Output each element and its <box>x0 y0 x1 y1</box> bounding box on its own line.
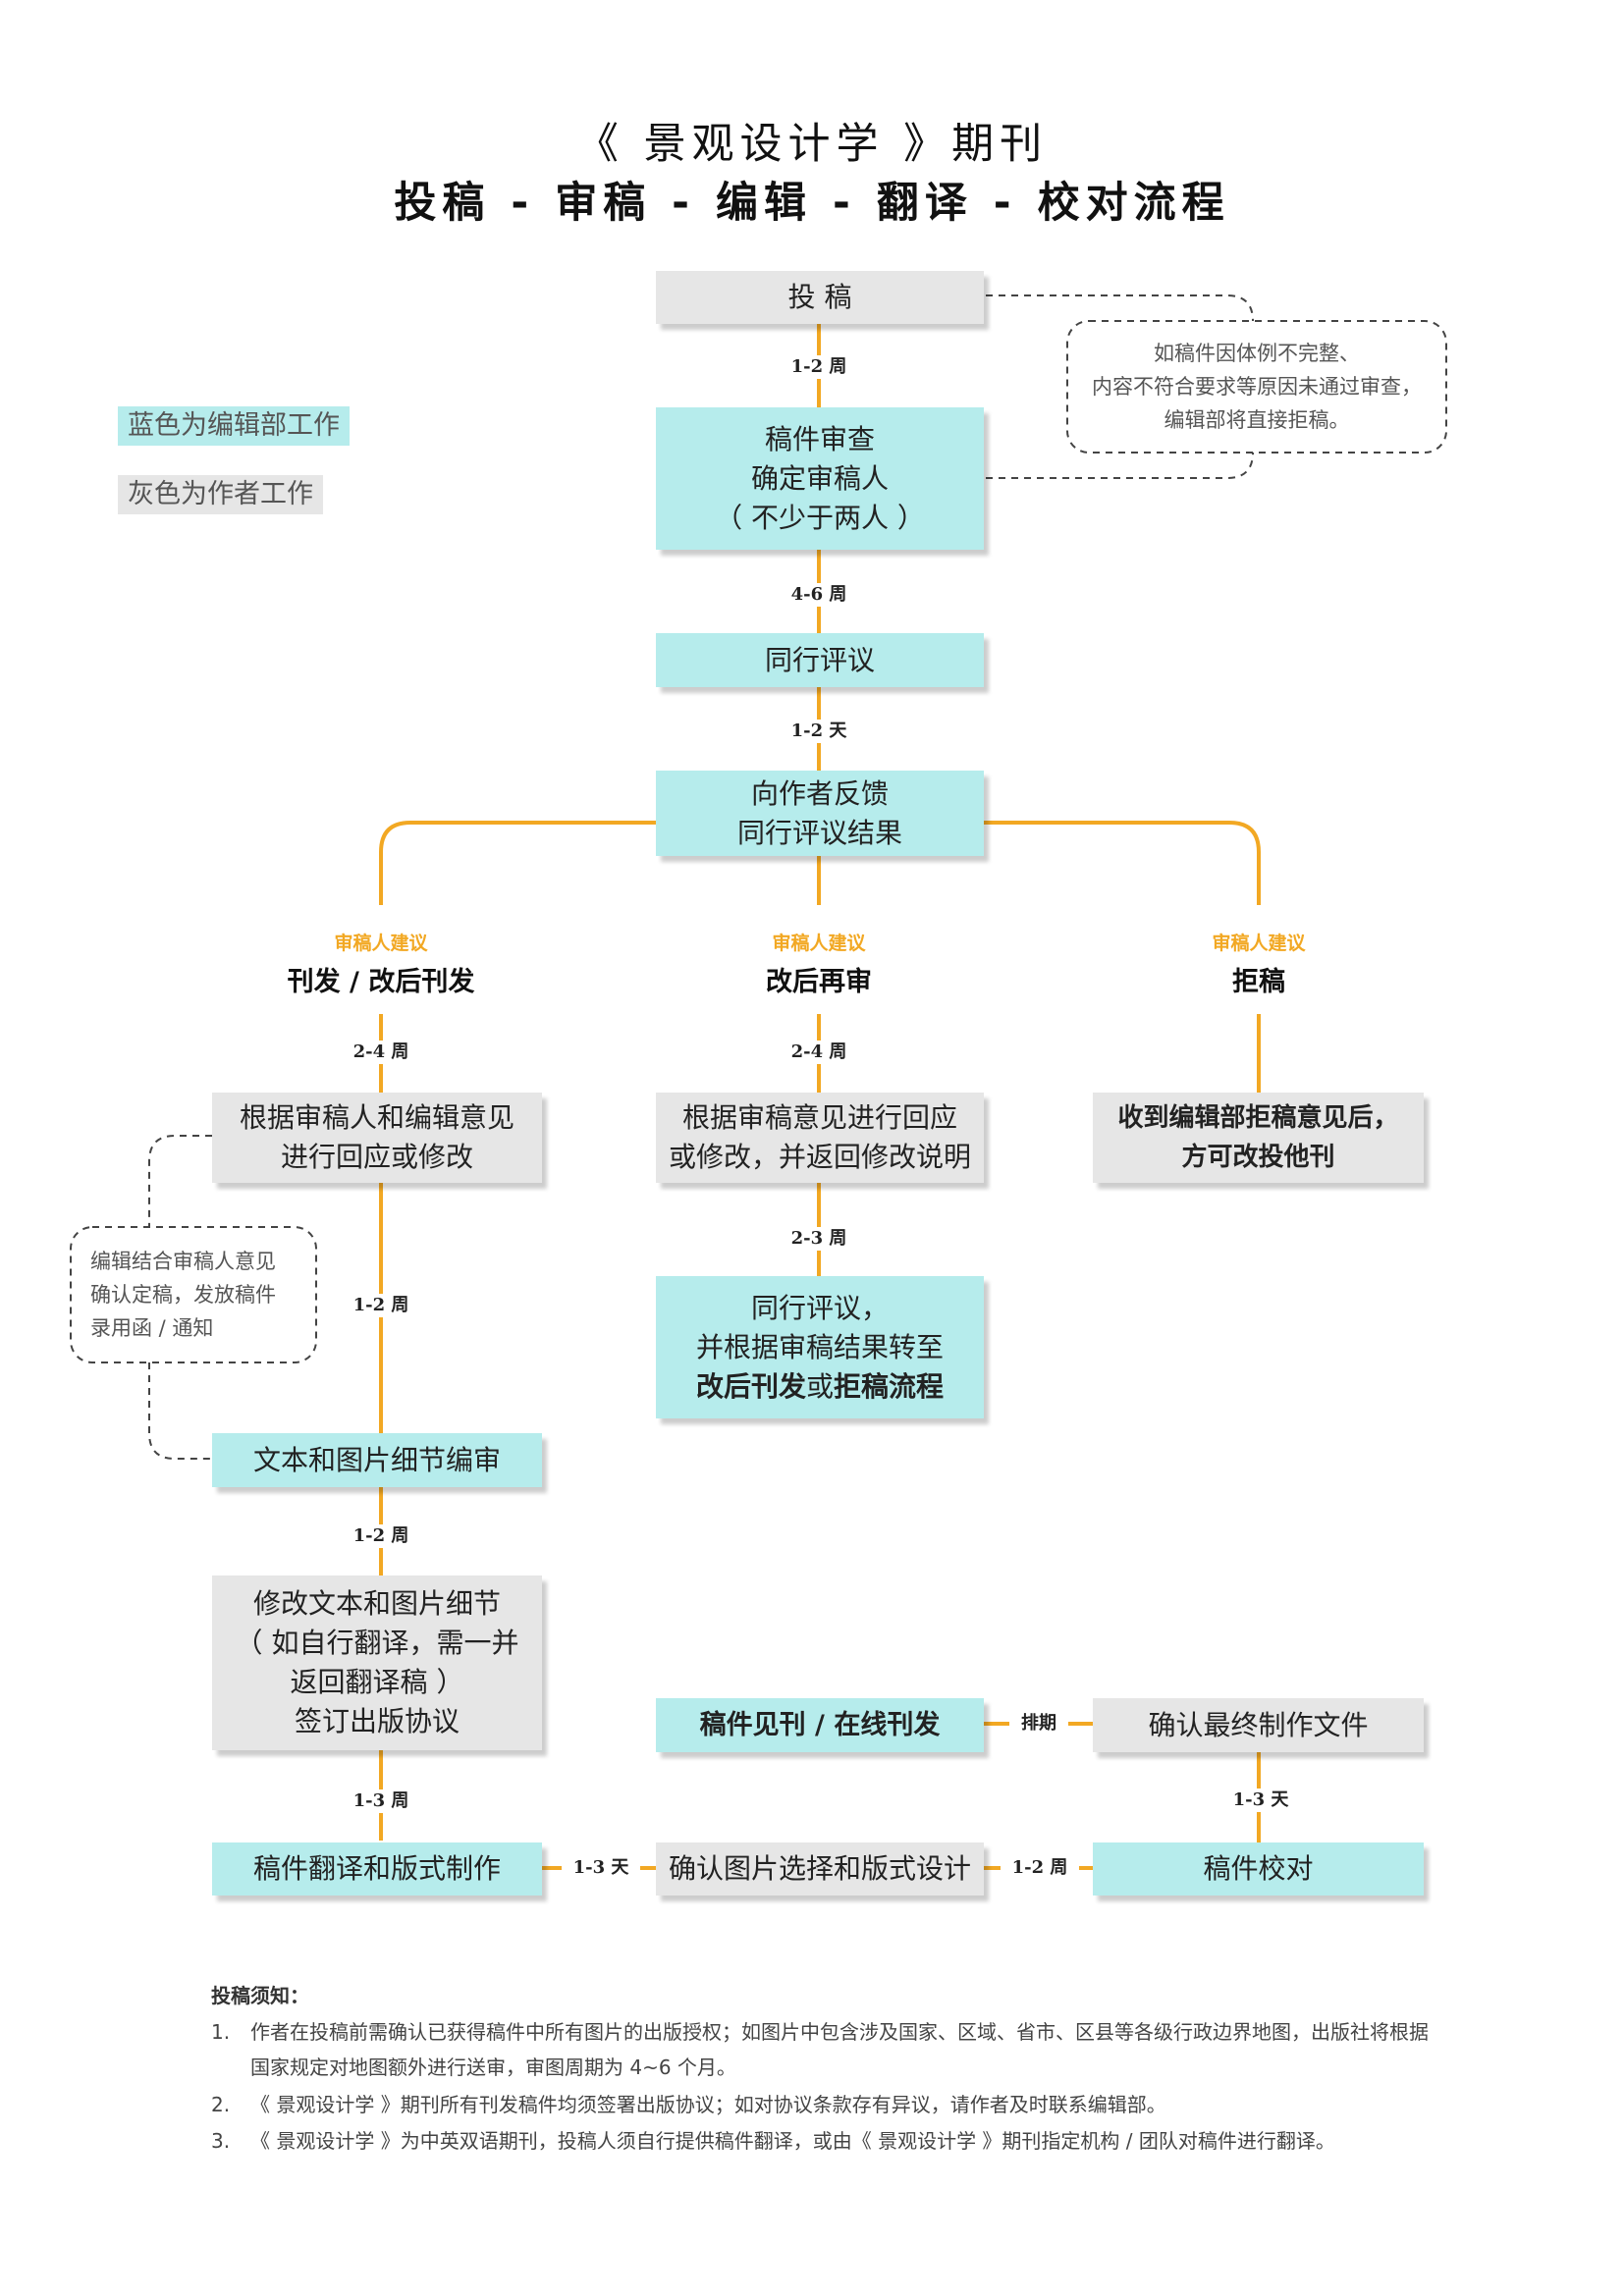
peer-again-line: 改后刊发或拒稿流程 <box>696 1367 944 1407</box>
notice-number: 3. <box>211 2129 231 2153</box>
publish-flow-text: 改后刊发 <box>695 1369 806 1403</box>
duration-label: 1-3 周 <box>342 1789 420 1813</box>
feedback-line: 向作者反馈 <box>750 776 889 810</box>
modify-box: 修改文本和图片细节 （ 如自行翻译，需一并 返回翻译稿 ） 签订出版协议 <box>212 1575 542 1750</box>
duration-label: 1-3 天 <box>1221 1789 1300 1812</box>
connector-branch-left <box>379 821 656 905</box>
branch-suggestion-left: 审稿人建议 <box>334 933 428 954</box>
duration-label: 4-6 周 <box>780 583 858 607</box>
legend-blue: 蓝色为编辑部工作 <box>118 406 350 446</box>
notice-item: 3. 《 景观设计学 》为中英双语期刊，投稿人须自行提供稿件翻译，或由《 景观设… <box>211 2123 1438 2159</box>
branch-suggestion-middle: 审稿人建议 <box>772 933 866 954</box>
peer-review-label: 同行评议 <box>764 643 875 676</box>
dashed-reject-connector-bottom <box>986 452 1254 479</box>
duration-label: 2-4 周 <box>342 1041 420 1064</box>
proofread-box: 稿件校对 <box>1093 1842 1424 1896</box>
accept-note: 编辑结合审稿人意见 确认定稿，发放稿件 录用函 / 通知 <box>90 1245 316 1345</box>
dashed-accept-connector-top <box>148 1135 212 1227</box>
duration-label: 1-2 天 <box>780 720 858 743</box>
respond-revise-line: 根据审稿人和编辑意见 <box>239 1101 514 1134</box>
branch-re-review: 改后再审 <box>766 967 872 997</box>
page-subtitle: 投稿 - 审稿 - 编辑 - 翻译 - 校对流程 <box>394 179 1230 228</box>
reject-box: 收到编辑部拒稿意见后， 方可改投他刊 <box>1093 1093 1424 1183</box>
modify-line: 修改文本和图片细节 <box>252 1587 501 1620</box>
notice-text: 《 景观设计学 》为中英双语期刊，投稿人须自行提供稿件翻译，或由《 景观设计学 … <box>250 2129 1335 2153</box>
feedback-line: 同行评议结果 <box>736 816 902 849</box>
review-check-line: 稿件审查 <box>764 422 875 455</box>
reject-line: 收到编辑部拒稿意见后， <box>1117 1103 1399 1133</box>
respond-revise-line: 进行回应或修改 <box>280 1141 473 1173</box>
confirm-final-label: 确认最终制作文件 <box>1148 1708 1369 1741</box>
peer-again-line: 并根据审稿结果转至 <box>695 1330 944 1363</box>
notice-number: 2. <box>211 2093 231 2116</box>
reject-note: 如稿件因体例不完整、 内容不符合要求等原因未通过审查， 编辑部将直接拒稿。 <box>1067 337 1446 437</box>
text-image-edit-box: 文本和图片细节编审 <box>212 1433 542 1487</box>
dashed-accept-connector-bottom <box>148 1362 212 1460</box>
confirm-images-label: 确认图片选择和版式设计 <box>668 1852 971 1885</box>
notice-text: 作者在投稿前需确认已获得稿件中所有图片的出版授权；如图片中包含涉及国家、区域、省… <box>250 2020 1429 2079</box>
peer-again-line: 同行评议， <box>750 1291 889 1324</box>
confirm-final-box: 确认最终制作文件 <box>1093 1698 1424 1752</box>
peer-review-again-box: 同行评议， 并根据审稿结果转至 改后刊发或拒稿流程 <box>656 1276 984 1418</box>
duration-label: 排期 <box>1009 1712 1068 1735</box>
reject-flow-text: 拒稿流程 <box>834 1369 945 1403</box>
duration-label: 1-2 周 <box>780 355 858 379</box>
feedback-box: 向作者反馈 同行评议结果 <box>656 771 984 856</box>
translate-layout-label: 稿件翻译和版式制作 <box>252 1852 501 1885</box>
notice-heading: 投稿须知： <box>211 1984 309 2007</box>
branch-publish: 刊发 / 改后刊发 <box>287 967 475 997</box>
notice-text: 《 景观设计学 》期刊所有刊发稿件均须签署出版协议；如对协议条款存有异议，请作者… <box>250 2093 1166 2116</box>
accept-note-outline <box>70 1226 317 1363</box>
reject-line: 方可改投他刊 <box>1181 1143 1335 1172</box>
proofread-label: 稿件校对 <box>1203 1852 1314 1885</box>
connector-branch-right <box>984 821 1261 905</box>
publish-box: 稿件见刊 / 在线刊发 <box>656 1698 984 1752</box>
modify-line: 签订出版协议 <box>294 1705 460 1737</box>
publish-label: 稿件见刊 / 在线刊发 <box>699 1709 941 1740</box>
reject-note-outline <box>1066 320 1447 454</box>
respond-review-line: 根据审稿意见进行回应 <box>681 1101 957 1134</box>
accept-note-line: 编辑结合审稿人意见 <box>90 1250 276 1273</box>
duration-label: 2-3 周 <box>780 1227 858 1251</box>
submit-box: 投 稿 <box>656 271 984 324</box>
duration-label: 1-2 周 <box>342 1294 420 1317</box>
text-image-edit-label: 文本和图片细节编审 <box>252 1443 501 1476</box>
respond-review-box: 根据审稿意见进行回应 或修改，并返回修改说明 <box>656 1093 984 1183</box>
notice-item: 2. 《 景观设计学 》期刊所有刊发稿件均须签署出版协议；如对协议条款存有异议，… <box>211 2087 1438 2122</box>
legend-grey: 灰色为作者工作 <box>118 475 323 514</box>
duration-label: 1-2 周 <box>342 1524 420 1548</box>
respond-revise-box: 根据审稿人和编辑意见 进行回应或修改 <box>212 1093 542 1183</box>
page-title: 《 景观设计学 》期刊 <box>575 120 1049 169</box>
review-check-line: （ 不少于两人 ） <box>715 501 925 534</box>
peer-review-box: 同行评议 <box>656 633 984 687</box>
duration-label: 1-3 天 <box>562 1856 640 1880</box>
duration-label: 2-4 周 <box>780 1041 858 1064</box>
modify-line: （ 如自行翻译，需一并 <box>235 1627 519 1659</box>
duration-label: 1-2 周 <box>1001 1856 1079 1880</box>
reject-note-line: 编辑部将直接拒稿。 <box>1164 408 1350 432</box>
accept-note-line: 确认定稿，发放稿件 <box>90 1283 276 1307</box>
submit-label: 投 稿 <box>787 281 852 313</box>
respond-review-line: 或修改，并返回修改说明 <box>668 1141 971 1173</box>
branch-reject: 拒稿 <box>1232 967 1285 997</box>
dashed-reject-connector-top <box>986 294 1254 322</box>
notice-item: 1. 作者在投稿前需确认已获得稿件中所有图片的出版授权；如图片中包含涉及国家、区… <box>211 2014 1438 2085</box>
review-check-box: 稿件审查 确定审稿人 （ 不少于两人 ） <box>656 407 984 550</box>
reject-note-line: 内容不符合要求等原因未通过审查， <box>1092 375 1422 399</box>
accept-note-line: 录用函 / 通知 <box>90 1316 214 1340</box>
branch-suggestion-right: 审稿人建议 <box>1212 933 1306 954</box>
reject-note-line: 如稿件因体例不完整、 <box>1154 342 1360 365</box>
review-check-line: 确定审稿人 <box>750 461 889 495</box>
translate-layout-box: 稿件翻译和版式制作 <box>212 1842 542 1896</box>
confirm-images-box: 确认图片选择和版式设计 <box>656 1842 984 1896</box>
modify-line: 返回翻译稿 ） <box>290 1666 464 1698</box>
notice-number: 1. <box>211 2020 231 2044</box>
or-text: 或 <box>805 1369 834 1403</box>
